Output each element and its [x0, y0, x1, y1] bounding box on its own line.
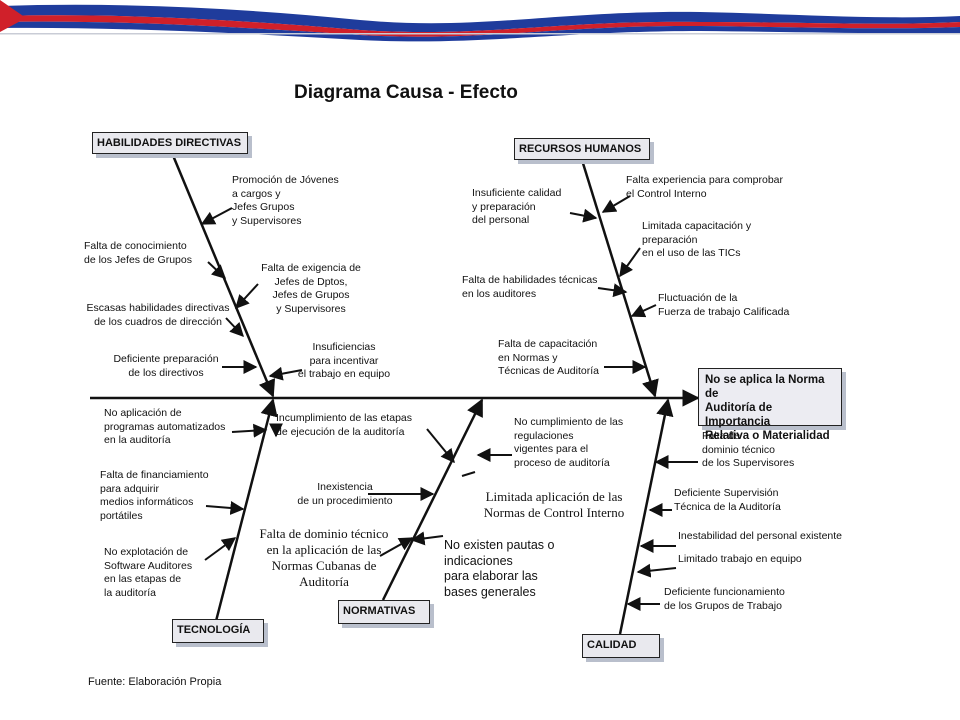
cause-label: Falta de dominio técnico en la aplicació… — [259, 526, 389, 589]
cause-arrow — [569, 208, 598, 223]
cause-label: Deficiente funcionamiento de los Grupos … — [664, 586, 785, 612]
cause-arrow — [630, 304, 657, 318]
cause-arrow — [410, 531, 444, 546]
cause-label: No cumplimiento de las regulaciones vige… — [514, 416, 624, 469]
cause-label: Falta de capacitación en Normas y Técnic… — [498, 338, 599, 377]
cause-arrow — [200, 207, 233, 225]
category-calidad: CALIDAD — [582, 634, 660, 658]
cause-arrow — [235, 283, 259, 310]
cause-arrow — [597, 283, 628, 298]
cause-arrow — [205, 501, 245, 515]
cause-arrow — [379, 537, 414, 557]
flag-banner — [0, 0, 960, 42]
category-normativas: NORMATIVAS — [338, 600, 430, 624]
cause-label: Escasas habilidades directivas de los cu… — [86, 302, 230, 328]
cause-label: Falta de financiamiento para adquirir me… — [100, 469, 209, 522]
cause-arrow — [619, 247, 641, 278]
cause-label: Limitado trabajo en equipo — [678, 553, 802, 565]
cause-label: Inexistencia de un procedimiento — [297, 481, 393, 507]
cause-label: Falta de dominio técnico de los Supervis… — [702, 430, 795, 469]
bone-recursos — [580, 159, 659, 398]
cause-label: Insuficiencias para incentivar el trabaj… — [297, 341, 391, 380]
cause-label: Falta experiencia para comprobar el Cont… — [626, 174, 783, 200]
cause-label: Falta de conocimiento de los Jefes de Gr… — [84, 240, 192, 266]
cause-arrow — [207, 261, 227, 279]
cause-label: Falta de habilidades técnicas en los aud… — [462, 274, 598, 300]
cause-arrow — [636, 563, 677, 578]
cause-label: Falta de exigencia de Jefes de Dptos, Je… — [261, 262, 361, 315]
cause-label: Fluctuación de la Fuerza de trabajo Cali… — [658, 292, 790, 318]
cause-label: Inestabilidad del personal existente — [678, 530, 843, 542]
cause-label: No existen pautas o indicaciones para el… — [444, 538, 555, 599]
cause-line — [461, 471, 476, 477]
cause-label: Incumplimiento de las etapas de ejecució… — [276, 412, 412, 438]
diagram-title: Diagrama Causa - Efecto — [294, 82, 518, 103]
cause-arrow — [268, 366, 303, 381]
cause-label: No explotación de Software Auditores en … — [104, 546, 193, 599]
cause-label: Deficiente Supervisión Técnica de la Aud… — [674, 487, 781, 513]
cause-label: Insuficiente calidad y preparación del p… — [472, 187, 562, 226]
cause-label: No aplicación de programas automatizados… — [104, 407, 226, 446]
cause-label: Limitada capacitación y preparación en e… — [642, 220, 752, 259]
cause-label: Promoción de Jóvenes a cargos y Jefes Gr… — [232, 174, 339, 227]
cause-arrow — [225, 317, 244, 338]
cause-label: Limitada aplicación de las Normas de Con… — [483, 489, 625, 520]
cause-label: Deficiente preparación de los directivos — [113, 353, 219, 379]
effect-box: No se aplica la Norma de Auditoría de Im… — [698, 368, 842, 442]
bone-calidad — [618, 398, 674, 635]
category-tecnologia: TECNOLOGÍA — [172, 619, 264, 643]
category-recursos-humanos: RECURSOS HUMANOS — [514, 138, 650, 160]
cause-arrow — [231, 423, 268, 438]
category-habilidades-directivas: HABILIDADES DIRECTIVAS — [92, 132, 248, 154]
source-note: Fuente: Elaboración Propia — [88, 676, 222, 688]
cause-arrow — [426, 428, 455, 464]
cause-arrow — [204, 537, 237, 561]
cause-arrow — [601, 195, 631, 213]
